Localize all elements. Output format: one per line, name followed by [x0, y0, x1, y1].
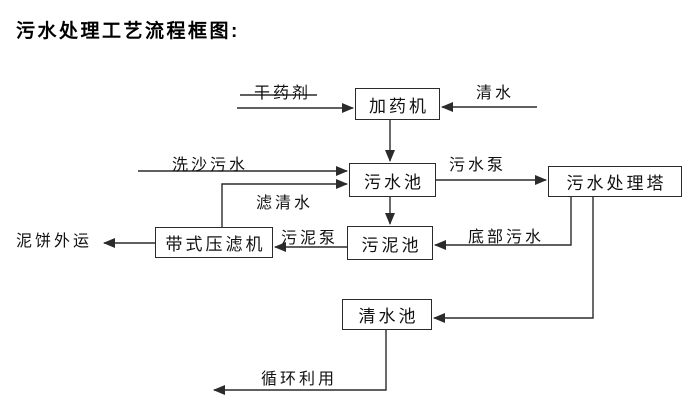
label-dry-chemical: 干药剂	[254, 85, 312, 102]
node-sludge-pool-label: 污泥池	[361, 235, 422, 255]
node-treatment-tower-label: 污水处理塔	[566, 174, 667, 193]
edge-recycling-arrow	[213, 330, 387, 395]
node-dosing-machine: 加药机	[355, 88, 440, 120]
label-mud-cake-out: 泥饼外运	[16, 233, 93, 250]
node-dosing-machine-label: 加药机	[369, 96, 429, 116]
edge-filtered-water-arrow	[221, 179, 348, 227]
label-recycling: 循环利用	[261, 371, 338, 388]
node-belt-filter-press: 带式压滤机	[155, 227, 273, 258]
node-sewage-pool-label: 污水池	[364, 172, 424, 192]
node-clear-water-pool: 清水池	[342, 299, 432, 330]
node-treatment-tower: 污水处理塔	[548, 166, 682, 197]
node-clear-water-pool-label: 清水池	[358, 307, 419, 326]
node-sewage-pool: 污水池	[349, 163, 436, 197]
label-sand-washing-sewage: 洗沙污水	[172, 157, 249, 174]
label-filtered-water: 滤清水	[256, 195, 314, 212]
edge-bottom-sewage-arrow	[434, 197, 572, 250]
edge-tower-to-clear-arrow	[433, 197, 594, 323]
node-belt-filter-press-label: 带式压滤机	[165, 235, 266, 254]
label-bottom-sewage: 底部污水	[468, 229, 545, 246]
label-clear-water: 清水	[476, 85, 515, 102]
page-title: 污水处理工艺流程框图:	[16, 21, 240, 42]
label-sewage-pump: 污水泵	[449, 157, 507, 174]
node-sludge-pool: 污泥池	[347, 226, 433, 260]
label-sludge-pump: 污泥泵	[281, 230, 339, 247]
